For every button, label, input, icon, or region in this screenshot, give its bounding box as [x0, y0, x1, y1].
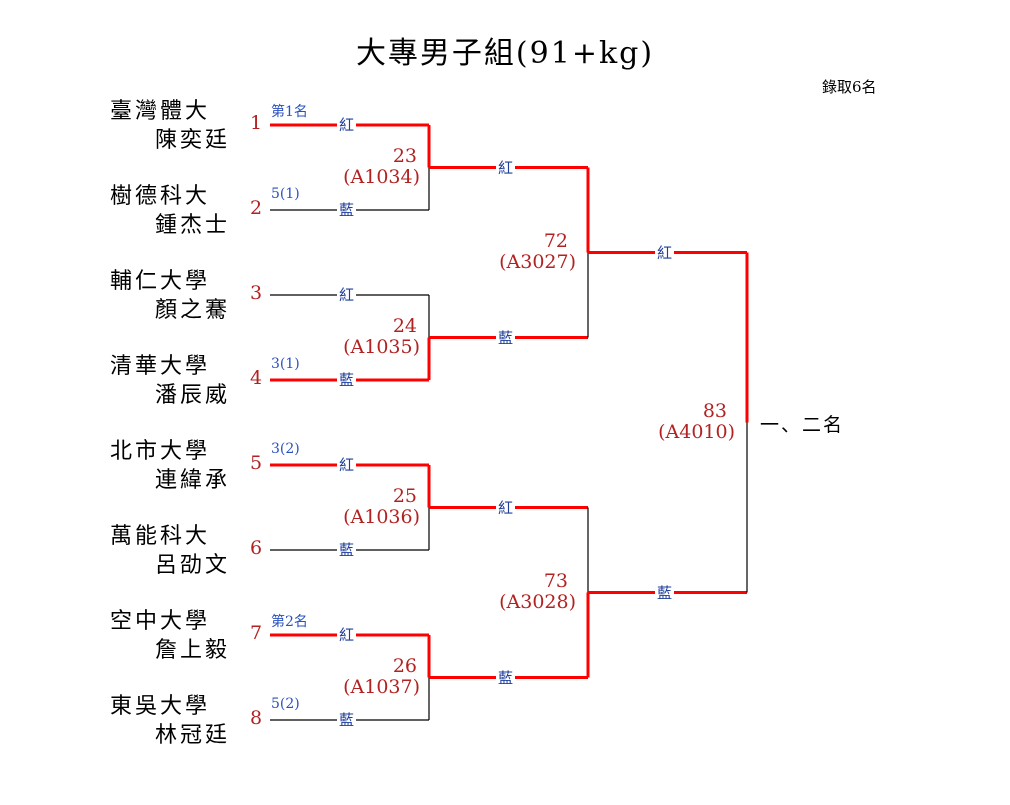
corner-label-red: 紅: [337, 114, 357, 135]
entrant-final-rank: 3(2): [271, 441, 300, 457]
entrant-player: 林冠廷: [155, 723, 231, 748]
entrant-player: 陳奕廷: [155, 128, 231, 153]
entrant-player: 潘辰威: [155, 383, 231, 408]
entrant-final-rank: 5(2): [271, 696, 300, 712]
corner-label-red: 紅: [496, 156, 516, 178]
corner-label-red: 紅: [655, 241, 675, 263]
entrant-final-rank: 第2名: [271, 614, 308, 630]
corner-label-red: 紅: [496, 496, 516, 518]
corner-label-blue: 藍: [655, 581, 675, 603]
match-code: (A3028): [499, 590, 576, 613]
match-number: 25: [392, 484, 417, 507]
entrant-school: 臺灣體大: [110, 99, 211, 124]
entrant-school: 萬能科大: [110, 524, 211, 549]
match-number: 73: [543, 569, 568, 592]
entrant-school: 輔仁大學: [110, 269, 211, 294]
match-number: 23: [392, 144, 417, 167]
match-code: (A1035): [343, 335, 420, 358]
match-number: 26: [392, 654, 417, 677]
entrant-school: 東吳大學: [110, 694, 211, 719]
entrant-school: 北市大學: [110, 439, 211, 464]
entrant-final-rank: 第1名: [271, 104, 308, 120]
entrant-seed-number: 7: [250, 622, 263, 644]
entrant-school: 清華大學: [110, 354, 211, 379]
corner-label-red: 紅: [337, 624, 357, 645]
match-code: (A1034): [343, 165, 420, 188]
page-title: 大專男子組(91+kg): [355, 36, 655, 71]
entrant-seed-number: 2: [250, 197, 263, 219]
entrant-player: 呂劭文: [155, 553, 231, 578]
entrant-player: 連緯承: [155, 468, 231, 493]
entrant-school: 樹德科大: [110, 184, 211, 209]
corner-label-red: 紅: [337, 454, 357, 475]
corner-label-blue: 藍: [496, 326, 516, 348]
corner-label-red: 紅: [337, 284, 357, 305]
entrant-seed-number: 8: [250, 707, 263, 729]
entrant-seed-number: 3: [250, 282, 263, 304]
corner-label-blue: 藍: [337, 369, 357, 390]
match-number: 72: [543, 229, 568, 252]
quota-label: 錄取6名: [822, 78, 877, 96]
entrant-player: 鍾杰士: [155, 213, 231, 238]
match-code: (A1037): [343, 675, 420, 698]
match-number: 24: [392, 314, 417, 337]
entrant-seed-number: 4: [250, 367, 263, 389]
match-code: (A4010): [658, 420, 735, 443]
entrant-seed-number: 6: [250, 537, 263, 559]
match-code: (A1036): [343, 505, 420, 528]
corner-label-blue: 藍: [337, 709, 357, 730]
corner-label-blue: 藍: [496, 666, 516, 688]
final-placement-label: 一、二名: [760, 414, 845, 436]
entrant-final-rank: 3(1): [271, 356, 300, 372]
corner-label-blue: 藍: [337, 539, 357, 560]
entrant-seed-number: 5: [250, 452, 263, 474]
corner-label-blue: 藍: [337, 199, 357, 220]
entrant-player: 詹上毅: [155, 638, 231, 663]
match-code: (A3027): [499, 250, 576, 273]
entrant-final-rank: 5(1): [271, 186, 300, 202]
entrant-seed-number: 1: [250, 112, 263, 134]
entrant-school: 空中大學: [110, 609, 211, 634]
match-number: 83: [702, 399, 727, 422]
entrant-player: 顏之騫: [155, 298, 231, 323]
